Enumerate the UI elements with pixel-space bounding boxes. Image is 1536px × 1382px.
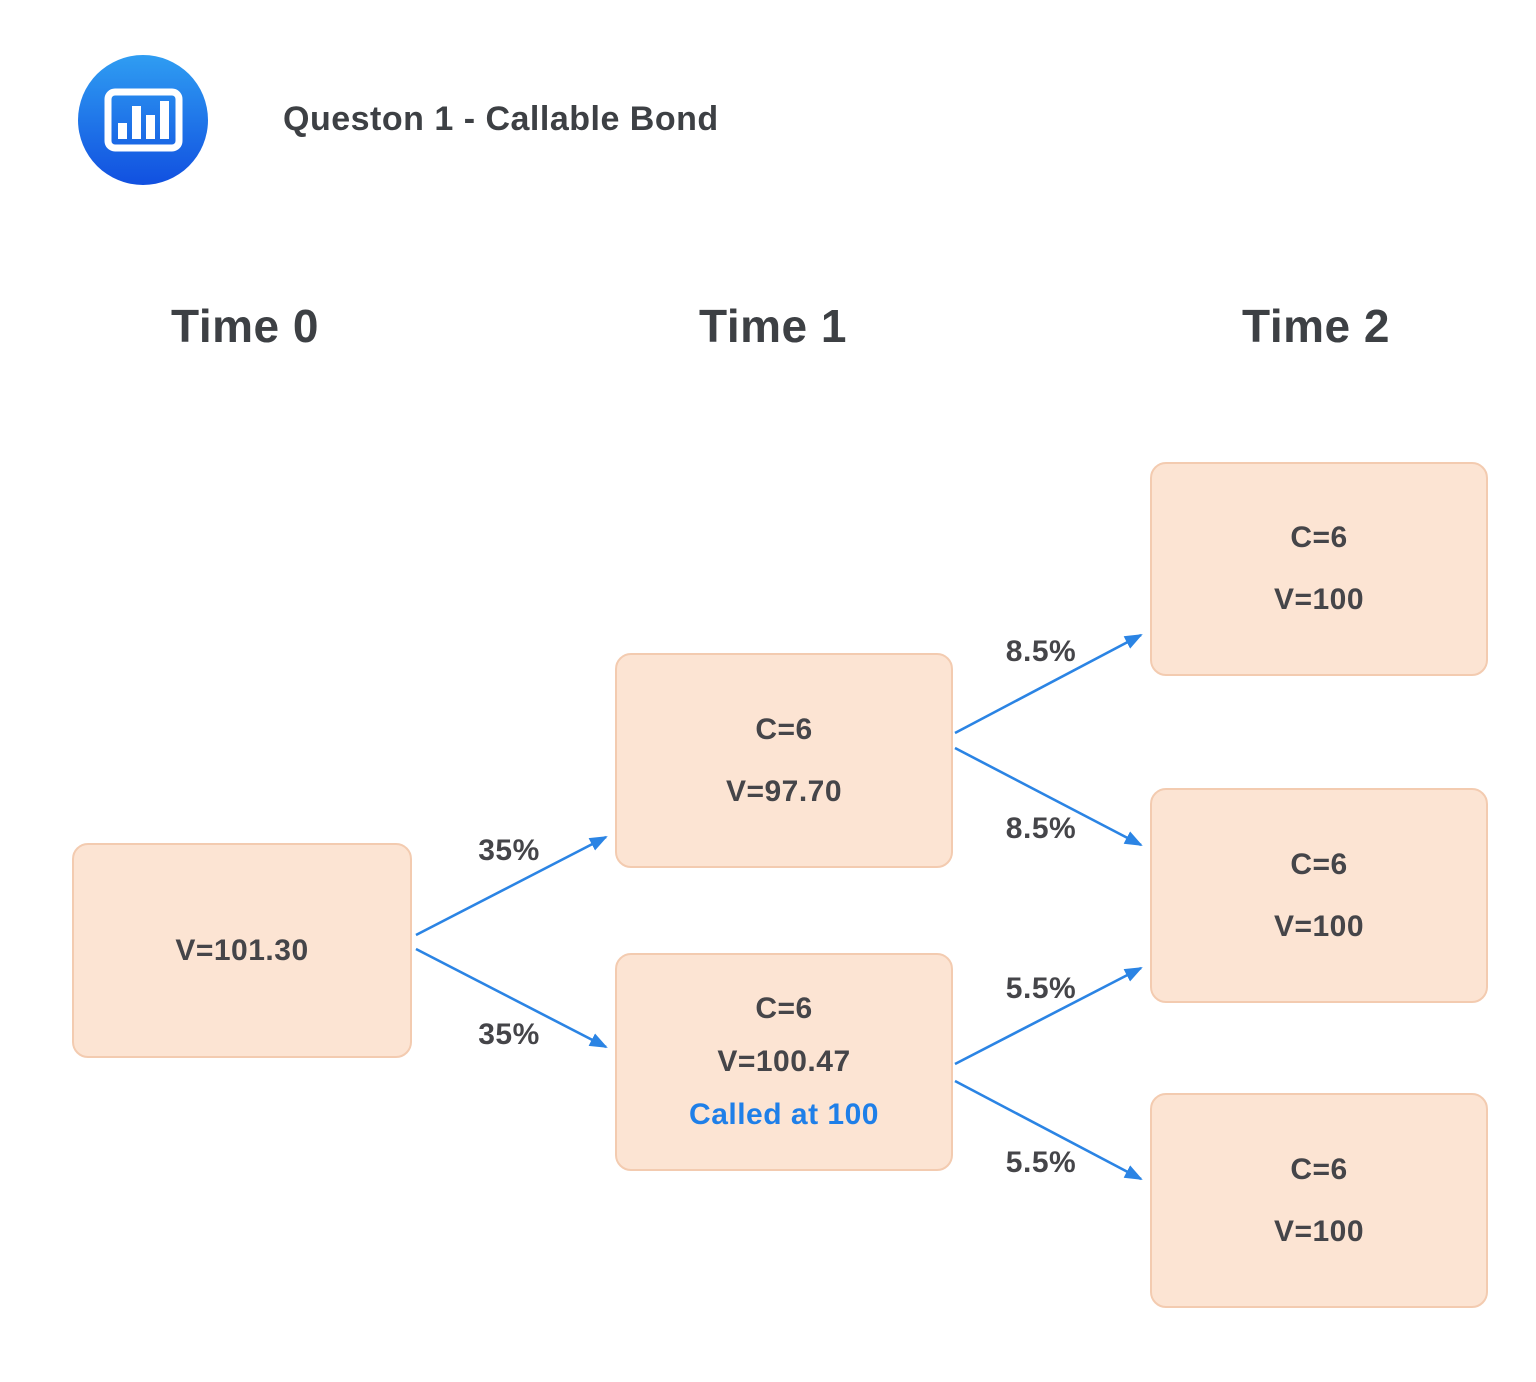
icon-bar-3 — [146, 115, 155, 139]
node-value: V=100 — [1273, 1214, 1365, 1248]
node-coupon: C=6 — [1290, 521, 1348, 554]
node-time2-middle: C=6 V=100 — [1150, 788, 1488, 1003]
icon-bar-2 — [132, 106, 141, 139]
node-value: V=97.70 — [725, 774, 843, 808]
bar-chart-icon — [78, 55, 208, 185]
node-time1-upper: C=6 V=97.70 — [615, 653, 953, 868]
node-time1-lower: C=6 V=100.47 Called at 100 — [615, 953, 953, 1171]
edge-label-35pct-lower: 35% — [478, 1018, 540, 1051]
node-time2-top: C=6 V=100 — [1150, 462, 1488, 676]
icon-bar-1 — [118, 123, 127, 139]
node-value: V=101.30 — [175, 933, 309, 967]
icon-chart-frame — [104, 88, 183, 152]
node-called-note: Called at 100 — [689, 1098, 879, 1131]
column-header-time0: Time 0 — [171, 300, 319, 352]
node-value: V=100.47 — [717, 1045, 851, 1078]
edge-label-5-5pct-upper: 5.5% — [1005, 972, 1077, 1005]
node-coupon: C=6 — [1290, 847, 1348, 881]
icon-circle — [78, 55, 208, 185]
node-time2-bottom: C=6 V=100 — [1150, 1093, 1488, 1308]
node-coupon: C=6 — [755, 992, 813, 1025]
edge-label-35pct-upper: 35% — [478, 834, 540, 867]
edge-label-8-5pct-upper: 8.5% — [1005, 635, 1077, 668]
column-header-time2: Time 2 — [1242, 300, 1390, 352]
icon-bar-4 — [160, 101, 169, 139]
column-header-time1: Time 1 — [699, 300, 847, 352]
node-time0: V=101.30 — [72, 843, 412, 1058]
page-title: Queston 1 - Callable Bond — [283, 100, 719, 138]
node-value: V=100 — [1273, 583, 1365, 616]
node-coupon: C=6 — [755, 712, 813, 746]
edge-label-8-5pct-lower: 8.5% — [1005, 812, 1077, 845]
node-coupon: C=6 — [1290, 1152, 1348, 1186]
edge-label-5-5pct-lower: 5.5% — [1005, 1146, 1077, 1179]
node-value: V=100 — [1273, 909, 1365, 943]
